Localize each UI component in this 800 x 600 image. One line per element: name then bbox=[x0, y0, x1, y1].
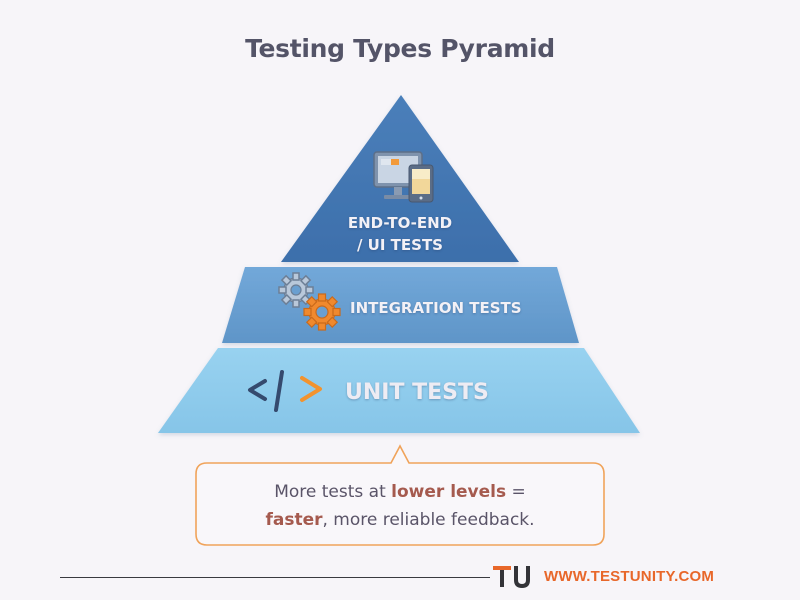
callout-bubble bbox=[195, 444, 605, 546]
page-title: Testing Types Pyramid bbox=[245, 34, 555, 63]
callout-text: More tests at lower levels = faster, mor… bbox=[200, 478, 600, 534]
tier-end-to-end-line1: END-TO-END bbox=[347, 214, 453, 232]
code-brackets-icon bbox=[248, 370, 322, 412]
monitor-phone-icon bbox=[373, 151, 434, 203]
callout-highlight-faster: faster bbox=[265, 510, 323, 530]
testunity-logo-icon bbox=[493, 566, 530, 588]
callout-line-2: faster, more reliable feedback. bbox=[200, 506, 600, 534]
callout-text-part1: More tests at bbox=[274, 482, 392, 502]
tier-integration-label: INTEGRATION TESTS bbox=[350, 299, 522, 317]
callout-line-1: More tests at lower levels = bbox=[200, 478, 600, 506]
footer-url-link[interactable]: WWW.TESTUNITY.COM bbox=[544, 568, 715, 585]
tier-end-to-end-line2: / UI TESTS bbox=[356, 236, 443, 254]
callout-text-part3: , more reliable feedback. bbox=[322, 510, 535, 530]
footer-divider bbox=[60, 577, 490, 578]
tier-unit bbox=[158, 348, 640, 433]
tier-end-to-end-label: END-TO-END / UI TESTS bbox=[300, 212, 500, 256]
tier-unit-label: UNIT TESTS bbox=[345, 380, 489, 405]
gears-icon bbox=[278, 272, 341, 331]
callout-highlight-lower-levels: lower levels bbox=[391, 482, 507, 502]
callout-text-part2: = bbox=[506, 482, 526, 502]
